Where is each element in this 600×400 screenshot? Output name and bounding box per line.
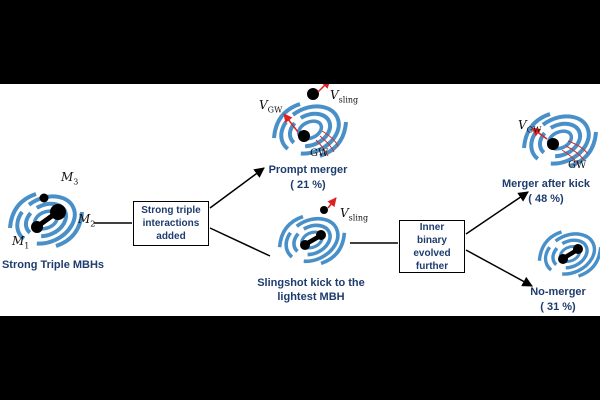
after-kick-galaxy [521,105,599,175]
arrow-box-to-no-merger [465,249,533,287]
label-merger-after-kick: Merger after kick [501,178,591,190]
box-inner-binary: Inner binary evolved further [399,220,465,273]
diagram-panel: M3 M2 M1 Strong Triple MBHs Strong tripl… [0,84,600,316]
label-prompt-percent: ( 21 %) [290,179,326,191]
label-initial: Strong Triple MBHs [1,259,105,271]
label-m2: M2 [78,212,96,229]
label-prompt-vgw: VGW [259,98,283,115]
no-merger-galaxy [537,224,600,284]
box2-line3: evolved [413,247,451,259]
arrow-box-to-slingshot [209,227,271,257]
arrow-box-to-prompt [209,167,265,209]
label-slingshot-line1: Slingshot kick to the [257,277,365,289]
box2-line2: binary [416,234,447,246]
label-prompt-vsling: Vsling [330,88,359,105]
box1-line3: added [156,231,186,242]
slingshot-galaxy [277,197,347,272]
label-prompt-merger: Prompt merger [268,164,348,176]
arrow-box-to-after-kick [465,191,529,235]
label-no-merger: No-merger [530,286,586,298]
label-slingshot-vsling: Vsling [340,206,369,223]
label-after-kick-vgw: VGW [518,118,542,135]
box1-line1: Strong triple [141,205,201,216]
box-strong-triple-interactions: Strong triple interactions added [133,201,209,246]
label-slingshot-line2: lightest MBH [277,291,345,303]
flow-diagram [7,84,600,287]
label-after-kick-gw: GW [568,160,587,171]
initial-galaxy [7,185,85,255]
label-after-kick-percent: ( 48 %) [528,193,564,205]
label-prompt-gw: GW [310,148,329,159]
prompt-galaxy [271,84,349,165]
label-m3: M3 [61,170,79,187]
box2-line1: Inner [419,221,445,233]
box1-line2: interactions [142,218,200,229]
label-no-merger-percent: ( 31 %) [540,301,576,313]
box2-line4: further [415,260,449,272]
label-m1: M1 [12,234,30,251]
